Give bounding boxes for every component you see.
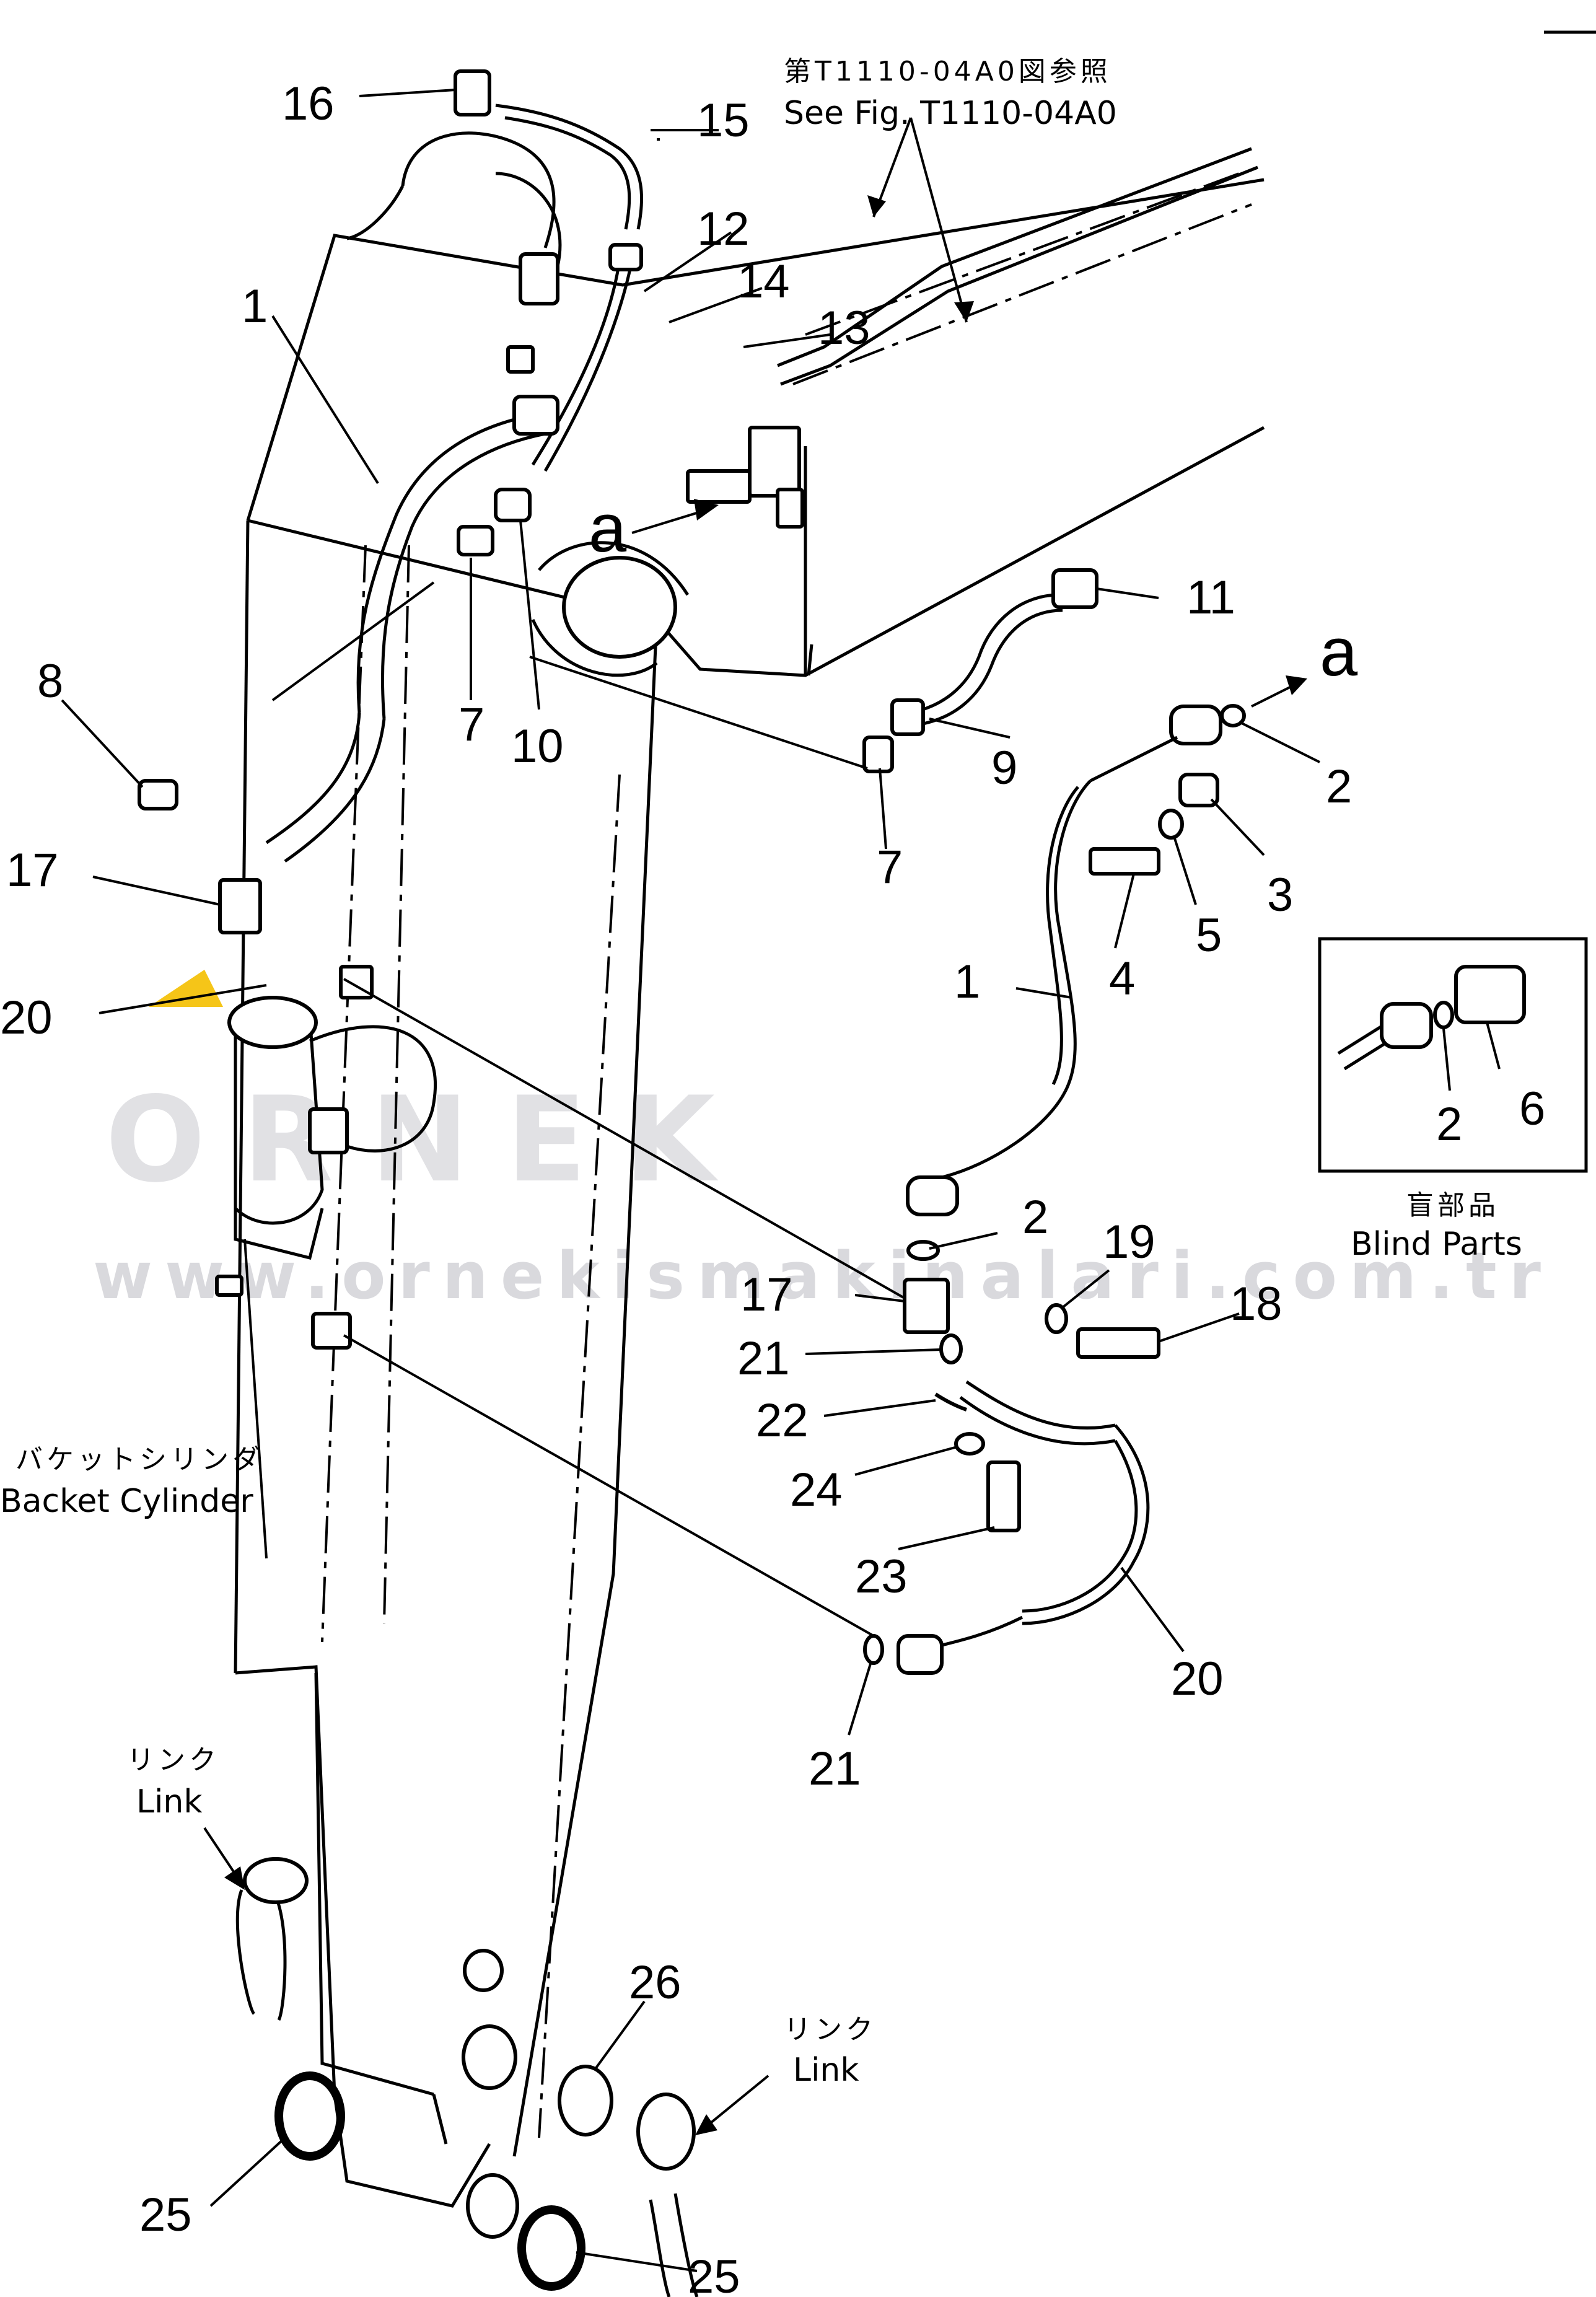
link-right-label-english: Link: [793, 2052, 859, 2089]
part-label-20-left: 20: [0, 991, 53, 1044]
part-label-7-right: 7: [877, 841, 903, 894]
part-label-6: 6: [1519, 1083, 1545, 1135]
part-label-2-top: 2: [1326, 760, 1352, 813]
cap-8: [138, 779, 178, 810]
ring-26: [558, 2065, 613, 2137]
ring-25-right: [517, 2205, 585, 2291]
part-label-12: 12: [697, 203, 750, 255]
clamp-block-right: [748, 426, 801, 498]
part-label-19: 19: [1103, 1216, 1155, 1268]
block-17-mid: [903, 1278, 950, 1334]
link-left-label-japanese: リンク: [127, 1744, 220, 1776]
part-label-9: 9: [991, 742, 1017, 794]
part-label-21-top: 21: [737, 1332, 790, 1385]
part-label-17-left: 17: [6, 844, 59, 897]
blind-plate-6: [1454, 965, 1526, 1024]
split-flange-3: [1178, 773, 1219, 807]
part-label-20-right: 20: [1171, 1653, 1224, 1705]
bolt-23: [986, 1460, 1021, 1532]
elbow-fitting-16: [454, 69, 491, 116]
blind-parts-box: [1318, 937, 1588, 1173]
reference-english: See Fig. T1110-04A0: [784, 95, 1117, 132]
bucket-cylinder: [215, 965, 437, 1350]
part-label-11: 11: [1186, 571, 1235, 624]
part-label-8: 8: [37, 655, 63, 708]
part-label-21-bottom: 21: [809, 1742, 861, 1795]
link-left-label-english: Link: [136, 1783, 203, 1820]
part-label-7-left: 7: [458, 698, 484, 751]
part-label-1-top: 1: [242, 280, 268, 333]
upper-hoses: [138, 69, 644, 934]
part-label-16: 16: [282, 77, 335, 130]
part-label-26: 26: [629, 1956, 682, 2009]
part-label-25-right: 25: [688, 2251, 740, 2297]
watermark-url: www.ornekismakinalari.com.tr: [93, 1238, 1553, 1314]
watermark-brand: ORNEK: [105, 1071, 752, 1208]
part-label-13: 13: [818, 302, 870, 354]
leader-lines: [61, 89, 1501, 2272]
bucket-cylinder-label-japanese: バケットシリンダ: [15, 1444, 263, 1475]
o-ring-2-top: [1220, 704, 1246, 727]
right-pipes: [686, 147, 1258, 773]
part-label-25-left: 25: [139, 2189, 192, 2241]
clamp-lower: [311, 1312, 352, 1350]
fitting-7-right: [862, 736, 894, 773]
washer-24: [954, 1432, 985, 1456]
o-ring-19: [1045, 1303, 1068, 1334]
o-ring-21-bottom: [863, 1634, 884, 1665]
bolt-4: [1089, 847, 1160, 876]
washer-5: [1158, 809, 1184, 840]
blind-parts-label-english: Blind Parts: [1351, 1226, 1522, 1263]
snap-ring-22: [934, 1392, 967, 1412]
part-label-2-mid: 2: [1022, 1191, 1048, 1244]
fitting-9: [890, 698, 925, 736]
callout-a-right: a: [1320, 614, 1358, 690]
watermark-accent: [149, 970, 223, 1007]
flange-20-end: [897, 1634, 944, 1675]
link-right-boss: [636, 2093, 696, 2171]
part-label-4: 4: [1109, 952, 1135, 1005]
blind-parts-label-japanese: 盲部品: [1406, 1190, 1499, 1221]
flange-2-top: [1169, 705, 1222, 745]
part-label-10: 10: [511, 720, 564, 773]
hose-1-right: [906, 704, 1246, 1261]
watermark: ORNEK www.ornekismakinalari.com.tr: [93, 970, 1553, 1314]
block-17-left: [218, 878, 262, 934]
o-ring-21-top: [939, 1333, 963, 1364]
bolt-18: [1076, 1327, 1160, 1359]
fitting-7-left: [457, 525, 494, 556]
part-label-14: 14: [737, 255, 790, 308]
elbow-fitting-11: [1051, 568, 1098, 609]
hose-20-assembly: [863, 1278, 1160, 1675]
part-label-2-blind: 2: [1436, 1098, 1462, 1151]
part-label-3: 3: [1267, 869, 1293, 921]
ring-25-left: [274, 2071, 345, 2161]
reference-japanese: 第T1110-04A0図参照: [784, 56, 1112, 87]
callout-a-upper: a: [589, 490, 627, 566]
part-label-23: 23: [855, 1550, 908, 1603]
part-label-18: 18: [1230, 1278, 1282, 1330]
fitting-10: [494, 488, 532, 522]
arm-body: [234, 131, 1265, 2208]
o-ring-2-mid: [906, 1240, 940, 1261]
part-number-labels: 16 15 12 14 13 1 11 8 7 10 9 2 7 3 17 5 …: [0, 77, 1545, 2297]
part-label-1-mid: 1: [954, 955, 980, 1008]
link-right-label-japanese: リンク: [784, 2014, 877, 2045]
hose-1-end-upper: [512, 395, 559, 436]
fitting-12: [608, 243, 643, 271]
bucket-cylinder-label-english: Backet Cylinder: [0, 1483, 253, 1520]
part-label-17-mid: 17: [740, 1268, 793, 1321]
link-left-boss: [243, 1857, 309, 1904]
flange-2-mid: [906, 1175, 959, 1216]
blind-parts-inset: [1318, 937, 1588, 1173]
part-label-15: 15: [697, 94, 750, 147]
part-label-24: 24: [790, 1464, 843, 1516]
part-label-5: 5: [1196, 909, 1222, 962]
links-and-rings: [235, 1857, 699, 2297]
part-label-22: 22: [756, 1394, 809, 1447]
